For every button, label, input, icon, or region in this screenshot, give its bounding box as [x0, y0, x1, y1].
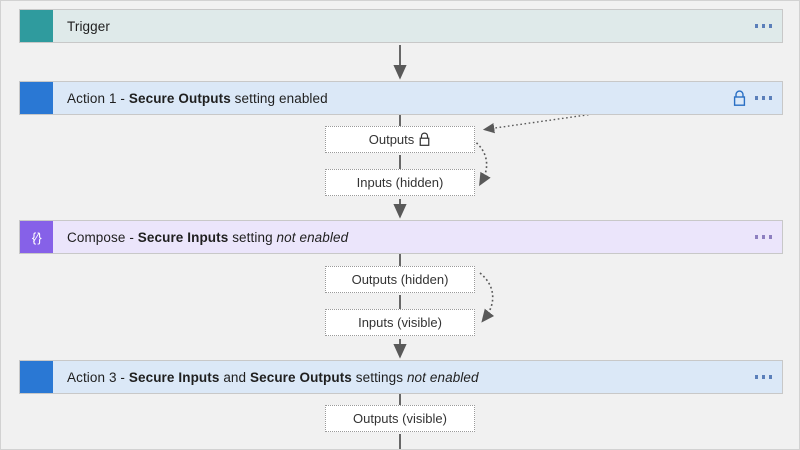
action-3-row-body: Action 3 - Secure Inputs and Secure Outp… — [53, 361, 782, 393]
data-box-action1-inputs[interactable]: Inputs (hidden) — [325, 169, 475, 196]
action-3-overflow-menu-icon[interactable] — [754, 375, 772, 379]
action-1-overflow-menu-icon[interactable] — [754, 96, 772, 100]
compose-row-body: Compose - Secure Inputs setting not enab… — [53, 221, 782, 253]
compose-braces-icon: {⁄} — [20, 221, 53, 253]
trigger-row-body: Trigger — [53, 10, 782, 42]
compose-overflow-menu-icon[interactable] — [754, 235, 772, 239]
action-3-row-label: Action 3 - Secure Inputs and Secure Outp… — [67, 369, 479, 385]
workflow-row-compose[interactable]: {⁄} Compose - Secure Inputs setting not … — [19, 220, 783, 254]
data-box-compose-outputs[interactable]: Outputs (hidden) — [325, 266, 475, 293]
data-box-action1-outputs[interactable]: Outputs — [325, 126, 475, 153]
trigger-swatch-icon — [20, 10, 53, 42]
action-1-row-label: Action 1 - Secure Outputs setting enable… — [67, 90, 328, 106]
compose-braces-glyph: {⁄} — [31, 229, 42, 245]
workflow-row-trigger[interactable]: Trigger — [19, 9, 783, 43]
action-swatch-icon — [20, 82, 53, 114]
workflow-row-action-3[interactable]: Action 3 - Secure Inputs and Secure Outp… — [19, 360, 783, 394]
data-box-compose-inputs-label: Inputs (visible) — [358, 315, 442, 330]
data-box-compose-inputs[interactable]: Inputs (visible) — [325, 309, 475, 336]
data-box-action3-outputs-label: Outputs (visible) — [353, 411, 447, 426]
dotted-curve-compose — [479, 272, 495, 323]
workflow-row-action-1[interactable]: Action 1 - Secure Outputs setting enable… — [19, 81, 783, 115]
data-box-compose-outputs-label: Outputs (hidden) — [351, 272, 449, 287]
trigger-row-label: Trigger — [67, 18, 110, 34]
data-box-action1-outputs-label: Outputs — [368, 132, 415, 147]
data-box-action1-inputs-label: Inputs (hidden) — [356, 175, 444, 190]
trigger-overflow-menu-icon[interactable] — [754, 24, 772, 28]
dotted-curve-action1 — [472, 139, 491, 187]
action-1-lock-icon — [732, 89, 747, 107]
compose-row-label: Compose - Secure Inputs setting not enab… — [67, 229, 349, 245]
data-box-lock-icon — [418, 132, 431, 148]
action-swatch-icon — [20, 361, 53, 393]
action-1-row-body: Action 1 - Secure Outputs setting enable… — [53, 82, 782, 114]
data-box-action3-outputs[interactable]: Outputs (visible) — [325, 405, 475, 432]
